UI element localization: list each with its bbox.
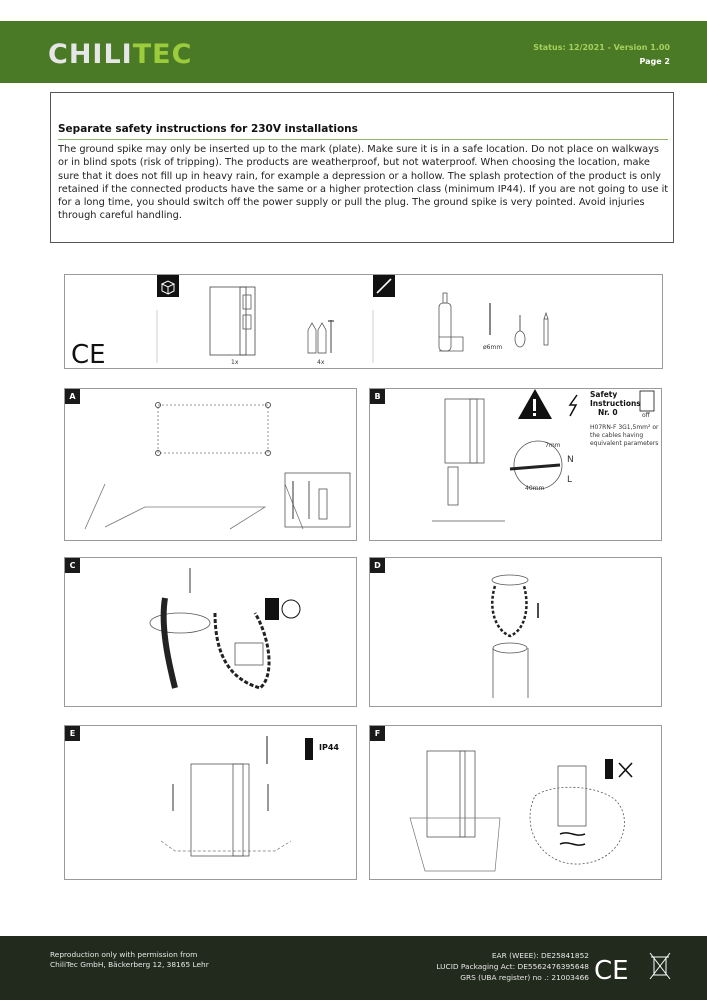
step-b-illustration <box>432 389 655 522</box>
step-a-illustration <box>84 402 351 530</box>
ce-mark: CE <box>594 956 629 986</box>
warning-icon <box>265 598 279 620</box>
cable-spec-line3: equivalent parameters <box>590 440 659 447</box>
step-f-label: F <box>370 726 385 741</box>
screws-quantity: 4x <box>317 359 325 366</box>
power-switch-icon <box>639 390 655 412</box>
weee-bin-icon <box>649 952 671 980</box>
grs-registration: GRS (UBA register) no .: 21003466 <box>460 973 589 982</box>
warning-icon <box>605 759 613 779</box>
step-c-illustration <box>149 568 301 690</box>
ip-rating-label: IP44 <box>319 743 339 752</box>
step-c-panel: C <box>64 557 357 707</box>
power-off-label: off <box>642 412 650 419</box>
page-number: Page 2 <box>639 57 670 66</box>
step-e-illustration <box>160 736 313 857</box>
certification-marks: CE <box>594 952 671 986</box>
step-d-panel: D <box>369 557 662 707</box>
safety-body: The ground spike may only be inserted up… <box>58 144 669 222</box>
title-divider <box>58 139 668 140</box>
lucid-registration: LUCID Packaging Act: DE5562476395648 <box>436 962 589 971</box>
step-d-label: D <box>370 558 385 573</box>
weee-registration: EAR (WEEE): DE25841852 <box>491 951 589 960</box>
step-c-label: C <box>65 558 80 573</box>
safety-title: Separate safety instructions for 230V in… <box>58 123 358 135</box>
step-e-panel: E IP44 <box>64 725 357 880</box>
step-f-panel: F <box>369 725 662 880</box>
live-terminal-label: L <box>567 475 573 485</box>
contents-tools-illustration: CE <box>71 275 549 370</box>
drill-illustration <box>438 292 464 352</box>
chilitec-logo: CHILITEC <box>48 39 193 70</box>
contents-tools-panel: CE 1x 4x ø6mm <box>64 274 663 370</box>
strip-length-short: 7mm <box>545 442 561 449</box>
safety-instructions-line2: Instructions <box>590 399 641 408</box>
neutral-terminal-label: N <box>567 455 574 465</box>
cable-spec-line2: the cables having <box>590 432 644 439</box>
copyright-line1: Reproduction only with permission from <box>50 950 198 959</box>
screws-dowels-illustration <box>307 320 334 354</box>
page-footer: Reproduction only with permission from C… <box>0 936 707 1000</box>
step-a-panel: A <box>64 388 357 541</box>
housing-quantity: 1x <box>231 359 239 366</box>
step-f-illustration <box>409 750 633 872</box>
info-icon <box>305 738 313 760</box>
step-b-panel: B Safety Instructions Nr. 0 off H07RN-F … <box>369 388 662 541</box>
safety-instructions-box: Separate safety instructions for 230V in… <box>50 92 674 243</box>
safety-instructions-number: Nr. 0 <box>598 408 618 417</box>
page-header: CHILITEC Status: 12/2021 - Version 1.00 … <box>0 21 707 83</box>
registration-numbers: EAR (WEEE): DE25841852 LUCID Packaging A… <box>436 950 589 983</box>
wire-stripping-detail <box>513 440 563 490</box>
strip-length-long: 40mm <box>525 485 545 492</box>
safety-instructions-line1: Safety <box>590 390 618 399</box>
drill-bit-size: ø6mm <box>483 344 503 351</box>
housing-illustration <box>209 286 247 356</box>
step-b-label: B <box>370 389 385 404</box>
not-allowed-icon <box>618 762 633 778</box>
copyright-line2: ChiliTec GmbH, Bäckerberg 12, 38165 Lehr <box>50 960 209 969</box>
pencil-illustration <box>543 318 549 346</box>
document-status: Status: 12/2021 - Version 1.00 <box>533 43 670 52</box>
earth-symbol-icon <box>281 599 301 619</box>
ce-mark: CE <box>71 340 106 370</box>
step-d-illustration <box>491 574 539 698</box>
copyright-notice: Reproduction only with permission from C… <box>50 950 209 970</box>
step-e-label: E <box>65 726 80 741</box>
electric-hazard-icon <box>568 394 578 417</box>
cable-spec-line1: H07RN-F 3G1,5mm² or <box>590 424 659 431</box>
step-a-label: A <box>65 389 80 404</box>
